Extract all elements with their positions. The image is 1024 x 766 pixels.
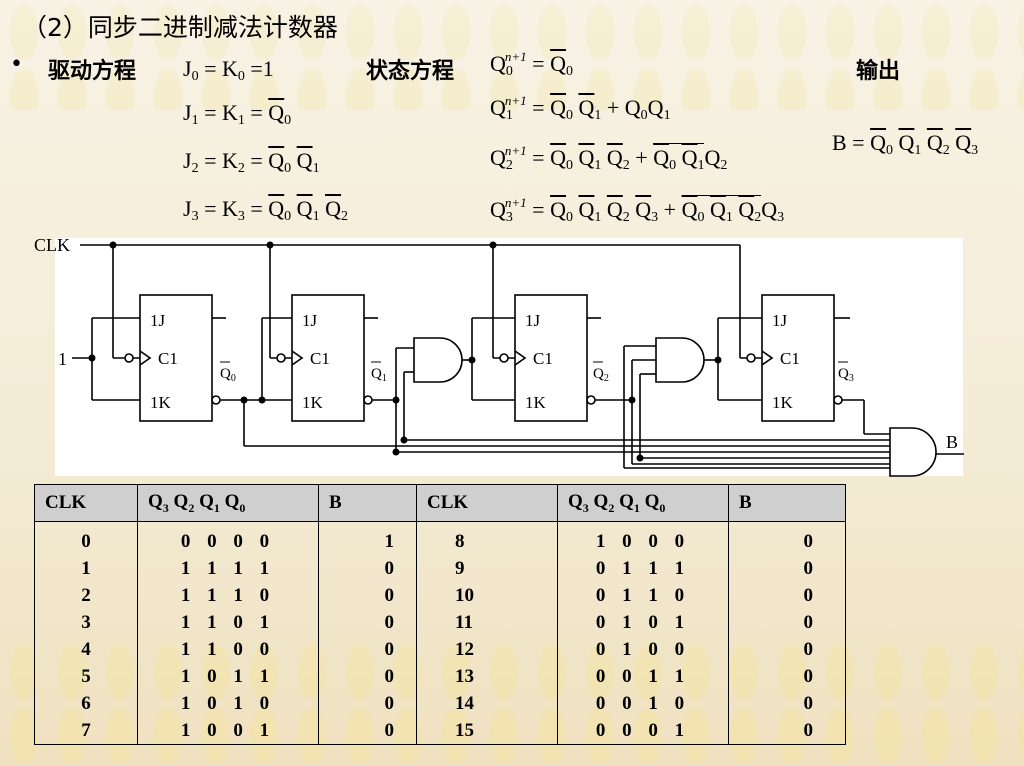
cell-state: 1 0 0 0 [557,521,729,555]
cell-clk: 2 [34,582,138,609]
cell-state: 1 0 0 1 [137,717,319,745]
ff1-c: C1 [310,349,330,368]
cell-state: 1 0 1 0 [137,690,319,717]
ff1-j: 1J [302,311,318,330]
ff0-j: 1J [150,311,166,330]
ff2-j: 1J [525,311,541,330]
ff3-j: 1J [772,311,788,330]
counter-circuit: CLK 1 1J C1 1K 1J C1 1K 1J C1 1K 1J C1 1… [34,235,964,477]
cell-clk: 9 [416,555,558,582]
cell-b: 0 [728,582,846,609]
cell-clk: 11 [416,609,558,636]
cell-state: 0 0 1 0 [557,690,729,717]
drive-eq-0: J0 = K0 =1 [183,56,274,84]
cell-b: 0 [728,555,846,582]
cell-b: 0 [318,717,417,745]
cell-b: 0 [318,555,417,582]
cell-clk: 6 [34,690,138,717]
ff2-c: C1 [533,349,553,368]
cell-state: 1 1 1 0 [137,582,319,609]
col-b-1: B [318,484,417,522]
cell-clk: 7 [34,717,138,745]
state-eq-1: Q1n+1 = Q0 Q1 + Q0Q1 [490,93,671,123]
cell-state: 1 1 0 0 [137,636,319,663]
cell-b: 0 [728,636,846,663]
cell-clk: 0 [34,521,138,555]
cell-clk: 5 [34,663,138,690]
state-equation-heading: 状态方程 [366,59,455,84]
cell-b: 1 [318,521,417,555]
ff1-k: 1K [302,393,324,412]
ff2-k: 1K [525,393,547,412]
cell-b: 0 [728,609,846,636]
cell-clk: 10 [416,582,558,609]
state-eq-3: Q3n+1 = Q0 Q1 Q2 Q3 + Q0 Q1 Q2Q3 [490,195,785,225]
drive-eq-2: J2 = K2 = Q0 Q1 [183,148,320,176]
cell-state: 0 1 1 0 [557,582,729,609]
cell-b: 0 [318,582,417,609]
ff3-c: C1 [780,349,800,368]
cell-state: 0 0 0 0 [137,521,319,555]
output-eq: B = Q0 Q1 Q2 Q3 [832,130,979,158]
drive-equation-heading: 驱动方程 [48,59,137,84]
cell-b: 0 [728,521,846,555]
output-heading: 输出 [856,59,901,84]
page-title: （2）同步二进制减法计数器 [22,13,338,42]
cell-b: 0 [728,690,846,717]
drive-eq-3: J3 = K3 = Q0 Q1 Q2 [183,196,348,224]
cell-b: 0 [318,663,417,690]
cell-b: 0 [318,690,417,717]
cell-state: 1 1 1 1 [137,555,319,582]
cell-state: 1 1 0 1 [137,609,319,636]
cell-clk: 14 [416,690,558,717]
col-clk-1: CLK [34,484,138,522]
bullet-marker: • [10,52,23,77]
drive-eq-1: J1 = K1 = Q0 [183,100,292,128]
ff0-c: C1 [158,349,178,368]
cell-state: 0 1 0 0 [557,636,729,663]
cell-clk: 12 [416,636,558,663]
clk-label: CLK [34,235,70,255]
cell-state: 0 1 0 1 [557,609,729,636]
ff3-k: 1K [772,393,794,412]
state-eq-2: Q2n+1 = Q0 Q1 Q2 + Q0 Q1Q2 [490,143,728,173]
col-clk-2: CLK [416,484,558,522]
cell-b: 0 [728,663,846,690]
cell-clk: 4 [34,636,138,663]
ff0-k: 1K [150,393,172,412]
cell-b: 0 [318,609,417,636]
col-state-2: Q3 Q2 Q1 Q0 [557,484,729,522]
cell-b: 0 [318,636,417,663]
cell-state: 0 0 0 1 [557,717,729,745]
state-eq-0: Q0n+1 = Q0 [490,49,573,79]
cell-clk: 15 [416,717,558,745]
col-b-2: B [728,484,846,522]
cell-clk: 8 [416,521,558,555]
cell-b: 0 [728,717,846,745]
output-b-label: B [946,432,958,452]
col-state-1: Q3 Q2 Q1 Q0 [137,484,319,522]
cell-clk: 13 [416,663,558,690]
const-one-label: 1 [58,349,67,369]
cell-clk: 1 [34,555,138,582]
cell-state: 0 1 1 1 [557,555,729,582]
cell-state: 1 0 1 1 [137,663,319,690]
cell-state: 0 0 1 1 [557,663,729,690]
cell-clk: 3 [34,609,138,636]
